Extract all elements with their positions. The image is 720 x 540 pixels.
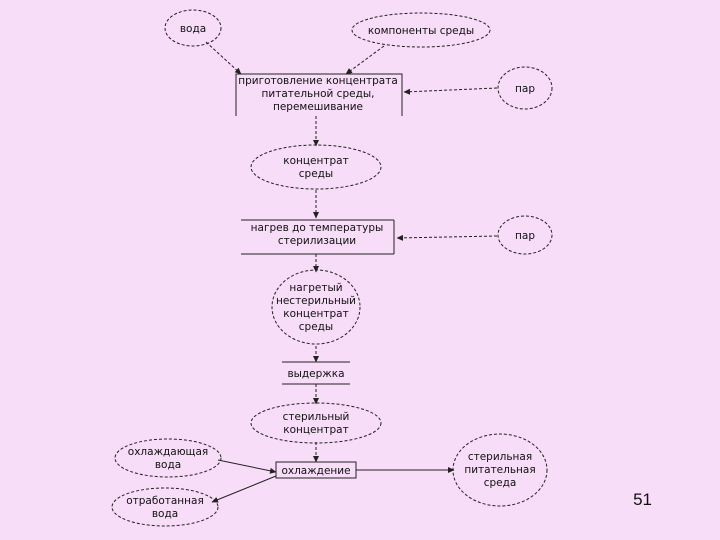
preparation-label-line-3: перемешивание <box>273 101 363 113</box>
sterile-concentrate-label-line-1: стерильный <box>283 411 350 423</box>
preparation-node <box>235 73 403 116</box>
medium-concentrate-label-line-1: концентрат <box>283 155 348 167</box>
arrow-cooling-to-waste-water <box>211 475 277 503</box>
medium-components-label: компоненты среды <box>368 25 474 37</box>
cooling-node <box>275 461 357 479</box>
waste-water-label-line-1: отработанная <box>126 495 204 507</box>
heated-concentrate-label-line-3: концентрат <box>283 308 348 320</box>
sterile-medium-label-line-3: среда <box>484 477 517 489</box>
waste-water-label-line-2: вода <box>152 508 178 520</box>
water-label: вода <box>180 23 206 35</box>
arrow-steam-to-preparation <box>403 87 498 95</box>
heated-concentrate-label-line-2: нестерильный <box>276 295 356 307</box>
heated-concentrate-node <box>271 269 361 345</box>
waste-water-node <box>111 487 219 527</box>
arrow-water-to-preparation <box>205 41 242 75</box>
steam-label-2: пар <box>515 230 535 242</box>
sterile-concentrate-label-line-2: концентрат <box>283 424 348 436</box>
connectors <box>205 41 498 503</box>
preparation-label-line-2: питательной среды, <box>262 88 375 100</box>
steam-node-2 <box>497 215 553 255</box>
cooling-label: охлаждение <box>281 465 350 477</box>
steam-node-1 <box>497 66 553 110</box>
sterile-medium-label-line-2: питательная <box>464 464 535 476</box>
medium-concentrate-label-line-2: среды <box>299 168 333 180</box>
heating-label-line-2: стерилизации <box>278 235 356 247</box>
steam-label-1: пар <box>515 83 535 95</box>
sterile-medium-node <box>452 433 548 507</box>
heated-concentrate-label-line-1: нагретый <box>289 282 342 294</box>
arrow-steam-to-heating <box>396 234 498 241</box>
heating-node <box>241 219 395 255</box>
heating-label-line-1: нагрев до температуры <box>251 222 384 234</box>
water-node <box>164 9 222 47</box>
arrow-components-to-preparation <box>345 45 385 75</box>
nodes <box>111 9 553 527</box>
sterile-concentrate-node <box>250 402 382 444</box>
sterile-medium-label-line-1: стерильная <box>468 451 532 463</box>
cooling-water-label-line-2: вода <box>155 459 181 471</box>
medium-components-node <box>351 12 491 48</box>
labels: вода компоненты среды приготовление конц… <box>126 23 535 520</box>
medium-concentrate-node <box>250 144 382 190</box>
page-number: 51 <box>633 490 652 509</box>
cooling-water-label-line-1: охлаждающая <box>128 446 208 458</box>
heated-concentrate-label-line-4: среды <box>299 321 333 333</box>
cooling-water-node <box>114 438 222 478</box>
preparation-label-line-1: приготовление концентрата <box>238 75 398 87</box>
holding-node <box>282 361 350 385</box>
arrow-cooling-water-to-cooling <box>217 459 277 474</box>
holding-label: выдержка <box>287 368 344 380</box>
